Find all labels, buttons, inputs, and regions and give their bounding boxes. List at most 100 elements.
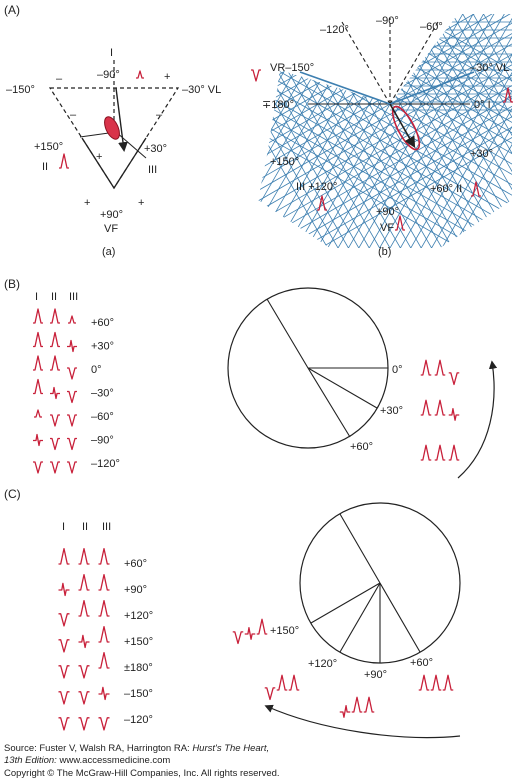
qrs-complex xyxy=(67,367,77,380)
panel-b-angle-label: –120° xyxy=(91,458,120,470)
panel-c-angle-label: +90° xyxy=(124,584,147,596)
qrs-complex xyxy=(78,599,90,617)
qrs-complex xyxy=(78,573,90,591)
grid-line xyxy=(258,14,512,207)
hex-angle-180-label: ∓180° xyxy=(262,99,294,111)
panel-c-angle-label: ±180° xyxy=(124,662,153,674)
panel-c-header-i: I xyxy=(62,521,65,533)
qrs-complex xyxy=(448,408,460,421)
qrs-complex xyxy=(78,691,90,705)
copyright-line: Copyright © The McGraw-Hill Companies, I… xyxy=(4,768,280,779)
panel-c-angle-label: +60° xyxy=(124,558,147,570)
qrs-complex xyxy=(33,433,43,447)
qrs-complex xyxy=(50,414,60,427)
panel-c-circle-label-60: +60° xyxy=(410,657,433,669)
panel-b-complexes xyxy=(33,308,460,474)
qrs-complex xyxy=(58,582,70,597)
panel-c-angle-label: –150° xyxy=(124,688,153,700)
qrs-complex xyxy=(351,696,363,713)
hex-lead-ii-label: +60° II xyxy=(430,183,462,195)
panel-b-header-iii: III xyxy=(69,291,78,303)
qrs-complex xyxy=(67,339,77,353)
panel-a-complexes xyxy=(59,69,513,231)
qrs-complex xyxy=(442,674,454,691)
panel-b-header-i: I xyxy=(35,291,38,303)
qrs-complex xyxy=(418,674,430,691)
angle-plus90-label: +90° xyxy=(100,209,123,221)
qrs-complex xyxy=(67,461,77,474)
qrs-complex xyxy=(434,359,446,376)
panel-c-header-iii: III xyxy=(102,521,111,533)
hex-angle-minus120-label: –120° xyxy=(320,24,349,36)
panel-c-label: (C) xyxy=(4,487,21,501)
qrs-complex xyxy=(58,717,70,731)
panel-c-angle-label: +120° xyxy=(124,610,153,622)
qrs-complex xyxy=(136,70,144,79)
angle-minus90-label: –90° xyxy=(97,69,120,81)
qrs-complex xyxy=(434,399,446,416)
hexaxial-reference: –90° –120° –60° VR–150° –30° VL ∓180° 0°… xyxy=(258,14,512,258)
qrs-complex xyxy=(98,599,110,617)
angle-minus150-label: –150° xyxy=(6,84,35,96)
hex-angle-plus30-label: +30° xyxy=(470,148,493,160)
qrs-complex xyxy=(98,686,110,701)
qrs-complex xyxy=(256,618,268,635)
qrs-complex xyxy=(78,547,90,565)
hex-lead-iii-label: III +120° xyxy=(296,181,337,193)
source-line-2: 13th Edition: www.accessmedicine.com xyxy=(4,755,170,766)
qrs-complex xyxy=(288,674,300,691)
qrs-complex xyxy=(33,355,43,371)
panel-c-angle-label: +150° xyxy=(124,636,153,648)
hex-angle-minus60-label: –60° xyxy=(420,21,443,33)
panel-b-angle-column: +60°+30°0°–30°–60°–90°–120° xyxy=(91,317,120,470)
qrs-complex xyxy=(58,691,70,705)
qrs-complex xyxy=(317,195,327,211)
panel-b-header-ii: II xyxy=(51,291,57,303)
grid-line xyxy=(258,14,392,232)
qrs-complex xyxy=(58,665,70,679)
qrs-complex xyxy=(67,414,77,427)
qrs-complex xyxy=(33,308,43,324)
qrs-complex xyxy=(430,674,442,691)
hex-lead-vf-label: VF xyxy=(380,222,394,234)
grid-line xyxy=(357,14,512,248)
qrs-complex xyxy=(50,437,60,451)
qrs-complex xyxy=(78,634,90,649)
grid-line xyxy=(258,17,512,238)
qrs-complex xyxy=(251,69,261,82)
qrs-complex xyxy=(50,461,60,474)
panel-b-angle-label: –90° xyxy=(91,435,114,447)
qrs-complex xyxy=(33,378,43,395)
lead-vf-label: VF xyxy=(104,223,118,235)
qrs-complex xyxy=(503,87,513,103)
subpanel-b-label: (b) xyxy=(378,246,391,258)
qrs-complex xyxy=(471,181,481,197)
sign-mark: + xyxy=(96,151,102,163)
panel-b-angle-label: +30° xyxy=(91,341,114,353)
qrs-complex xyxy=(276,674,288,691)
panel-c-circle-label-150: +150° xyxy=(270,625,299,637)
hex-vl-label: –30° VL xyxy=(470,62,509,74)
qrs-complex xyxy=(33,331,43,348)
qrs-complex xyxy=(420,444,432,461)
grid-line xyxy=(258,14,400,248)
qrs-complex xyxy=(50,386,60,400)
source-line-1: Source: Fuster V, Walsh RA, Harrington R… xyxy=(4,743,269,754)
panel-b-angle-label: 0° xyxy=(91,364,102,376)
qrs-complex xyxy=(68,315,76,324)
lead-i-label: I xyxy=(110,47,113,59)
source-book-title: Hurst's The Heart, xyxy=(192,743,270,754)
source-url[interactable]: www.accessmedicine.com xyxy=(59,755,171,766)
qrs-complex xyxy=(67,437,77,451)
einthoven-triangle: I –90° –150° –30° VL +150° +30° II III +… xyxy=(6,47,221,258)
qrs-complex xyxy=(448,444,460,461)
sign-mark: – xyxy=(70,109,77,121)
qrs-complex xyxy=(33,461,43,474)
grid-line xyxy=(258,14,512,137)
qrs-complex xyxy=(339,705,351,718)
qrs-complex xyxy=(34,409,42,418)
qrs-complex xyxy=(50,355,60,371)
panel-b-circle-label-60: +60° xyxy=(350,441,373,453)
qrs-complex xyxy=(98,717,110,731)
